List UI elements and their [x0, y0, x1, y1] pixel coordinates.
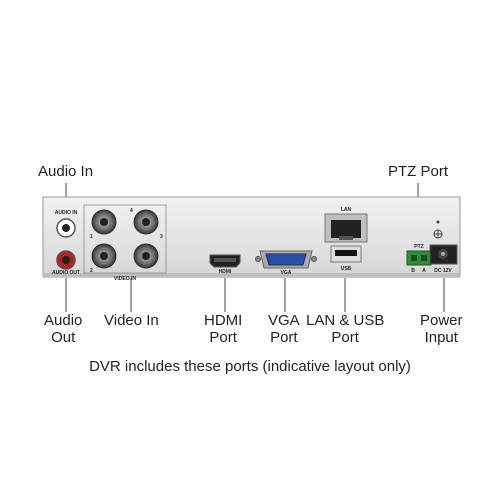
usb-text: USB — [341, 266, 352, 272]
channel-4-text: 4 — [130, 208, 133, 214]
vga-connector — [265, 253, 307, 266]
usb-port-opening — [335, 250, 357, 256]
channel-1-text: 1 — [90, 234, 93, 240]
hdmi-text: HDMI — [219, 269, 232, 275]
audio-out-jack-center — [62, 256, 70, 264]
audio-in-text: AUDIO IN — [55, 210, 78, 216]
lan-port-opening — [331, 220, 361, 238]
panel-base-strip — [43, 273, 460, 277]
ptz-terminal-b-text: B — [411, 268, 415, 274]
lan-text: LAN — [341, 207, 352, 213]
video-in-label: Video In — [104, 312, 159, 329]
vga-text: VGA — [281, 270, 292, 276]
video-in-text: VIDEO IN — [114, 276, 136, 282]
ptz-terminal-a-text: A — [422, 268, 426, 274]
ground-screw-dot — [436, 220, 440, 224]
video-in-frame — [83, 204, 167, 274]
diagram-caption: DVR includes these ports (indicative lay… — [89, 358, 411, 375]
audio-in-label: Audio In — [38, 163, 94, 180]
channel-2-text: 2 — [90, 268, 93, 274]
channel-3-text: 3 — [160, 234, 163, 240]
audio-out-text: AUDIO OUT — [52, 270, 80, 276]
ptz-text: PTZ — [414, 244, 423, 250]
callout-lines — [65, 183, 445, 312]
dc-text: DC 12V — [434, 268, 452, 274]
ptz-port-label: PTZ Port — [388, 163, 449, 180]
ptz-terminal-block — [406, 250, 432, 266]
audio-in-jack-center — [62, 224, 70, 232]
